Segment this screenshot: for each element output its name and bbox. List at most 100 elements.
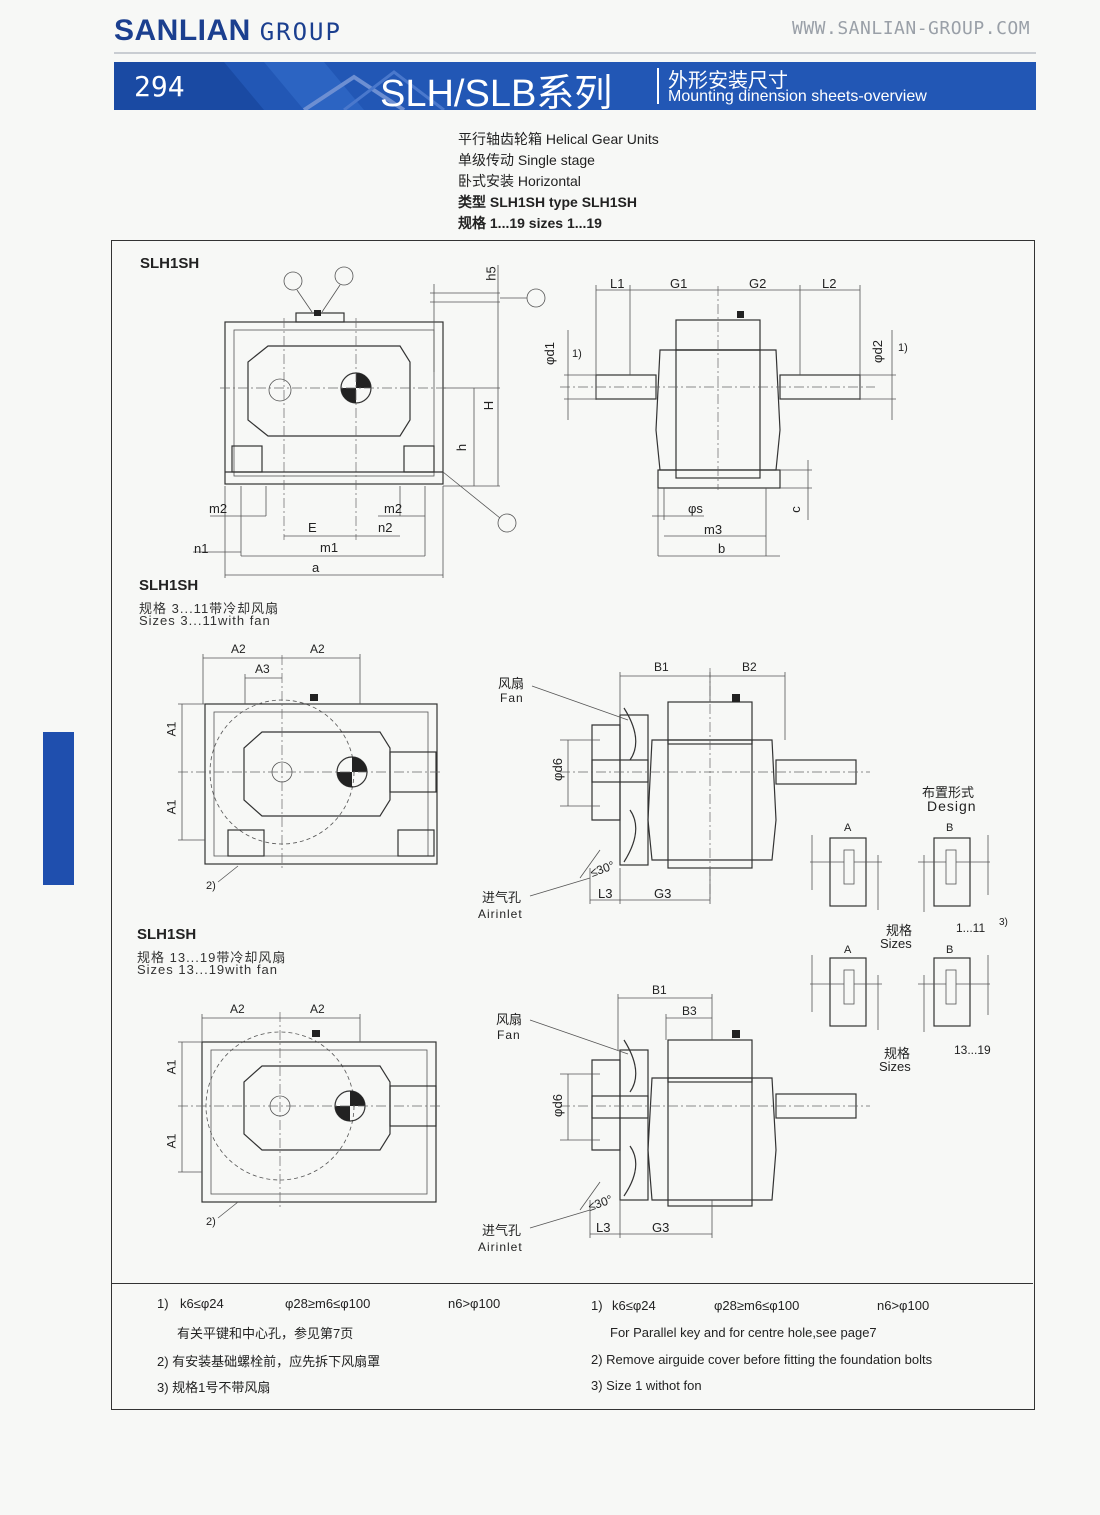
design-row2-sizes-en: Sizes (879, 1059, 911, 1074)
note-en-1-b: φ28≥m6≤φ100 (714, 1298, 800, 1313)
s1-footnote-2: 1) (898, 342, 908, 354)
s3-dim-A1a: A1 (164, 1059, 179, 1075)
design-row1-sizes-en: Sizes (880, 936, 912, 951)
s1-footnote-1: 1) (572, 348, 582, 360)
s3-dim-A2a: A2 (230, 1002, 245, 1016)
s1-dim-h5: h5 (483, 266, 499, 281)
s3-front-view (178, 1012, 440, 1219)
note-en-1-a: k6≤φ24 (612, 1298, 656, 1313)
s1-dim-H: H (481, 400, 497, 411)
spec-line-4: 类型 SLH1SH type SLH1SH (458, 194, 637, 210)
s2-sub-cn: 规格 3...11带冷却风扇 (139, 601, 280, 616)
s1-dim-a: a (312, 560, 320, 575)
s2-dim-A2b: A2 (310, 642, 325, 656)
s2-dim-B1: B1 (654, 660, 669, 674)
s3-air-en: Airinlet (478, 1240, 523, 1254)
brand-logo: SANLIAN GROUP (114, 14, 342, 48)
s1-dim-n2: n2 (378, 520, 393, 535)
spec-line-3: 卧式安装 Horizontal (458, 173, 581, 189)
design-row2-a: A (844, 944, 852, 956)
s1-dim-m2a: m2 (209, 501, 228, 516)
s3-title: SLH1SH (137, 926, 197, 943)
s3-sub-cn: 规格 13...19带冷却风扇 (137, 950, 287, 965)
note-cn-3: 3) 规格1号不带风扇 (157, 1380, 271, 1395)
s2-side-view (529, 668, 870, 904)
drawing-frame (111, 240, 1035, 1410)
note-cn-2: 2) 有安装基础螺栓前，应先拆下风扇罩 (157, 1354, 381, 1369)
s2-footnote: 2) (206, 880, 216, 892)
s3-fan-cn: 风扇 (496, 1012, 523, 1027)
note-cn-1-a: k6≤φ24 (180, 1296, 224, 1311)
s3-air-cn: 进气孔 (482, 1223, 522, 1238)
note-en-3: 3) Size 1 withot fon (591, 1378, 702, 1393)
page-number: 294 (134, 70, 185, 103)
note-cn-1-mark: 1) (157, 1296, 169, 1311)
notes-divider (112, 1283, 1033, 1284)
s2-dim-A2a: A2 (231, 642, 246, 656)
spec-line-5: 规格 1...19 sizes 1...19 (458, 215, 602, 231)
title-en: Mounting dinension sheets-overview (668, 88, 927, 105)
header-divider (114, 52, 1036, 54)
design-row1-b: B (946, 822, 954, 834)
design-row2-range: 13...19 (954, 1043, 991, 1057)
s1-dim-c: c (787, 506, 803, 513)
s2-dim-A1b: A1 (164, 799, 179, 815)
banner-decoration (114, 62, 445, 110)
design-row1-sizes-cn: 规格 (886, 923, 913, 938)
s3-dim-B3: B3 (682, 1004, 697, 1018)
s2-dim-L3: L3 (598, 886, 613, 901)
s2-dim-G3: G3 (654, 886, 672, 901)
s3-dim-L3: L3 (596, 1220, 611, 1235)
s3-sub-en: Sizes 13...19with fan (137, 962, 278, 977)
s2-sub-en: Sizes 3...11with fan (139, 613, 271, 628)
title-cn: 外形安装尺寸 (668, 70, 788, 92)
s3-dim-d6: φd6 (549, 1094, 565, 1117)
side-tab (43, 732, 74, 885)
s1-dim-L1: L1 (610, 276, 625, 291)
banner-separator (657, 68, 659, 104)
s2-front-view (178, 654, 440, 883)
s2-dim-A1a: A1 (164, 721, 179, 737)
s1-dim-m2b: m2 (384, 501, 403, 516)
design-row1-footnote: 3) (999, 917, 1008, 928)
note-en-2: 2) Remove airguide cover before fitting … (591, 1352, 933, 1367)
note-en-1-c: n6>φ100 (877, 1298, 930, 1313)
spec-line-2: 单级传动 Single stage (458, 152, 595, 168)
s1-dim-h: h (454, 443, 470, 452)
spec-line-1: 平行轴齿轮箱 Helical Gear Units (458, 131, 659, 147)
s2-title: SLH1SH (139, 577, 199, 594)
s1-front-view (193, 265, 546, 578)
design-title-en: Design (927, 798, 977, 814)
s2-fan-en: Fan (500, 691, 524, 705)
note-en-1-mark: 1) (591, 1298, 603, 1313)
s3-fan-en: Fan (497, 1028, 521, 1042)
s1-dim-m3: m3 (704, 522, 723, 537)
s1-dim-d2: φd2 (869, 340, 885, 363)
series-title: SLH/SLB系列 (380, 73, 613, 115)
s2-dim-A3: A3 (255, 662, 270, 676)
design-row1-a: A (844, 822, 852, 834)
s1-dim-L2: L2 (822, 276, 837, 291)
s3-dim-A1b: A1 (164, 1133, 179, 1149)
design-title-cn: 布置形式 (922, 785, 975, 800)
s1-dim-n1: n1 (194, 541, 209, 556)
brand-group: GROUP (259, 18, 342, 46)
s1-dim-G1: G1 (670, 276, 688, 291)
website-url[interactable]: WWW.SANLIAN-GROUP.COM (792, 18, 1031, 39)
note-en-1-text: For Parallel key and for centre hole,see… (610, 1325, 877, 1340)
brand-name: SANLIAN (114, 14, 251, 47)
s1-dim-b: b (718, 541, 726, 556)
s2-air-en: Airinlet (478, 907, 523, 921)
note-cn-1-b: φ28≥m6≤φ100 (285, 1296, 371, 1311)
s3-footnote: 2) (206, 1216, 216, 1228)
s1-dim-m1: m1 (320, 540, 339, 555)
s3-dim-G3: G3 (652, 1220, 670, 1235)
s1-dim-d1: φd1 (541, 342, 557, 365)
design-row1-range: 1...11 (956, 921, 986, 935)
s1-dim-s: φs (688, 501, 703, 516)
s1-title: SLH1SH (140, 255, 200, 272)
design-row2-sizes-cn: 规格 (884, 1046, 911, 1061)
title-banner (114, 62, 1036, 110)
s2-fan-cn: 风扇 (498, 676, 525, 691)
